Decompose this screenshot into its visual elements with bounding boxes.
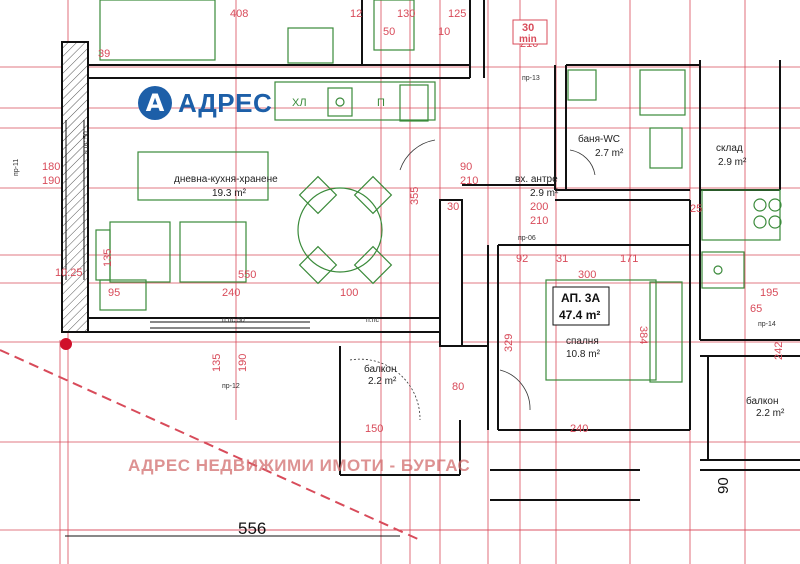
- logo-mark: А: [138, 86, 172, 120]
- hall-area: 2.9 m²: [530, 188, 559, 199]
- dishwasher-label: П: [377, 97, 385, 109]
- tag-pr13: пр-13: [522, 75, 540, 82]
- sill-tag-1: п.пс 50: [222, 317, 245, 324]
- dim-190a: 190: [42, 175, 60, 187]
- dim-210b: 210: [460, 175, 478, 187]
- dim-200: 200: [530, 201, 548, 213]
- dim-210c: 210: [530, 215, 548, 227]
- logo-mark-letter: А: [145, 89, 165, 117]
- dim-10: 10: [438, 26, 450, 38]
- sill-tag-3: п.пс 50: [83, 131, 90, 154]
- bedroom-area: 10.8 m²: [566, 349, 601, 360]
- storage-name: склад: [716, 143, 743, 154]
- dim-556: 556: [238, 519, 266, 538]
- dimension-labels: 408 12 130 125 39 50 10 210 135 95 240 1…: [42, 8, 785, 435]
- bath-area: 2.7 m²: [595, 148, 624, 159]
- dim-408: 408: [230, 8, 248, 20]
- dim-240b: 240: [570, 423, 588, 435]
- dim-190b: 190: [237, 354, 249, 372]
- dim-90b: 90: [715, 477, 732, 494]
- fire-rating-badge: 30 min: [512, 19, 548, 45]
- windows: [65, 120, 310, 329]
- fridge-label: ХЛ: [292, 97, 307, 109]
- balcony1-area: 2.2 m²: [368, 376, 397, 387]
- balcony1-name: балкон: [364, 363, 396, 375]
- sill-tag-2: п.пс: [366, 317, 380, 324]
- overall-dimensions: 556 90: [65, 477, 732, 538]
- dim-300: 300: [578, 269, 596, 281]
- fire-rating-unit: min: [519, 34, 537, 45]
- dim-31: 31: [556, 253, 568, 265]
- dim-384: 384: [637, 326, 649, 344]
- watermark: АДРЕС НЕДВИЖИМИ ИМОТИ - БУРГАС: [128, 456, 471, 475]
- storage-area: 2.9 m²: [718, 157, 747, 168]
- hall-name: вх. антре: [515, 174, 558, 185]
- bath-name: баня-WC: [578, 133, 620, 145]
- apartment-badge: АП. 3А 47.4 m²: [552, 286, 610, 326]
- dim-130: 130: [397, 8, 415, 20]
- logo-text: АДРЕС: [178, 87, 273, 118]
- dim-125a: 125: [448, 8, 466, 20]
- tag-pr12: пр-12: [222, 383, 240, 390]
- apartment-area: 47.4 m²: [559, 308, 600, 322]
- dim-329: 329: [503, 334, 515, 352]
- dim-65: 65: [750, 303, 762, 315]
- dim-95: 95: [108, 287, 120, 299]
- tag-pr06: пр-06: [518, 235, 536, 242]
- dim-550: 550: [238, 269, 256, 281]
- dim-135: 135: [102, 249, 114, 267]
- apartment-name: АП. 3А: [561, 291, 600, 305]
- dim-90: 90: [460, 161, 472, 173]
- room-labels: дневна-кухня-хранене 19.3 m² баня-WC 2.7…: [174, 133, 785, 419]
- dim-12: 12: [350, 8, 362, 20]
- tag-pr11: пр-11: [13, 159, 20, 176]
- dim-10-25: 10.25: [55, 267, 83, 279]
- dim-180: 180: [42, 161, 60, 173]
- company-logo: А АДРЕС: [138, 86, 272, 120]
- dim-171: 171: [620, 253, 638, 265]
- living-room-area: 19.3 m²: [212, 188, 247, 199]
- kitchen-labels: ХЛ П: [292, 97, 385, 109]
- dim-240a: 240: [222, 287, 240, 299]
- dim-135b: 135: [211, 354, 223, 372]
- dim-195: 195: [760, 287, 778, 299]
- fire-rating-value: 30: [522, 22, 534, 34]
- dim-355: 355: [409, 187, 421, 205]
- dim-30: 30: [447, 201, 459, 213]
- dim-80: 80: [452, 381, 464, 393]
- doors: [349, 139, 596, 421]
- dim-150: 150: [365, 423, 383, 435]
- furniture: [95, 0, 782, 383]
- bedroom-name: спалня: [566, 336, 599, 347]
- dim-50a: 50: [383, 26, 395, 38]
- tag-pr14: пр-14: [758, 321, 776, 328]
- balcony2-area: 2.2 m²: [756, 408, 785, 419]
- dim-25a: 25: [690, 203, 702, 215]
- balcony2-name: балкон: [746, 395, 778, 407]
- dim-242: 242: [773, 342, 785, 360]
- dim-39: 39: [98, 48, 110, 60]
- walls: [61, 0, 800, 501]
- grid-marker: [60, 338, 72, 350]
- tags: пр-13 пр-11 пр-12 пр-14 пр-06 п.пс 50 п.…: [13, 75, 776, 390]
- dim-100: 100: [340, 287, 358, 299]
- dim-92: 92: [516, 253, 528, 265]
- living-room-name: дневна-кухня-хранене: [174, 174, 278, 185]
